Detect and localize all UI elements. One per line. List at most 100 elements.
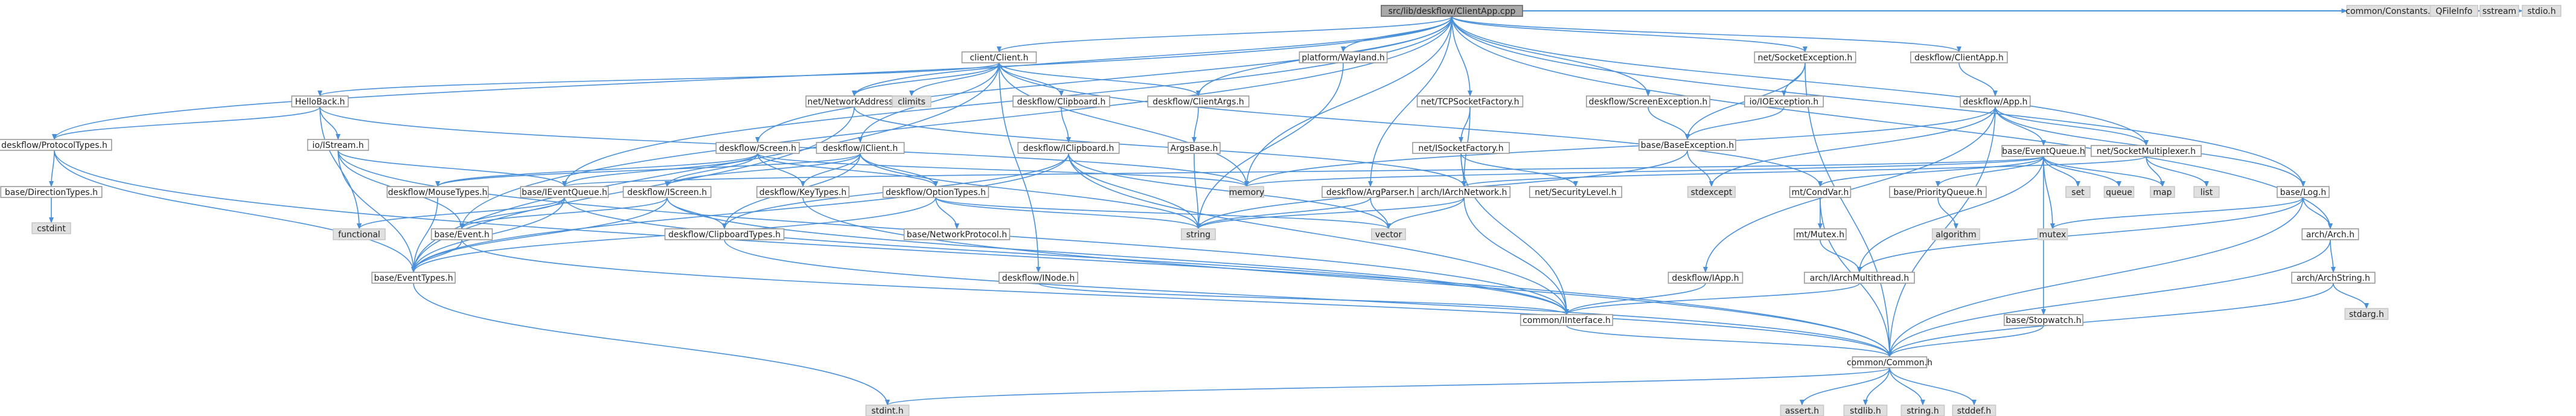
node-base-ieventqueue-h[interactable]: base/IEventQueue.h (520, 186, 609, 198)
node-platform-wayland-h[interactable]: platform/Wayland.h (1299, 51, 1388, 63)
node-deskflow-argparser-h[interactable]: deskflow/ArgParser.h (1322, 186, 1419, 198)
node-mt-mutex-h[interactable]: mt/Mutex.h (1794, 228, 1847, 240)
node-argsbase-h[interactable]: ArgsBase.h (1168, 142, 1221, 154)
edge-common-common-h-to-string-h (1889, 367, 1925, 406)
edge-base-log-h-to-arch-arch-h (2303, 197, 2333, 229)
node-label: functional (338, 230, 380, 240)
node-base-priorityqueue-h[interactable]: base/PriorityQueue.h (1889, 186, 1987, 198)
edge-deskflow-keytypes-h-to-common-common-h (802, 197, 1892, 357)
node-net-socketexception-h[interactable]: net/SocketException.h (1754, 51, 1856, 63)
node-helloback-h[interactable]: HelloBack.h (291, 95, 349, 107)
node-client-client-h[interactable]: client/Client.h (961, 51, 1037, 63)
node-deskflow-keytypes-h[interactable]: deskflow/KeyTypes.h (756, 186, 850, 198)
node-label: vector (1375, 230, 1402, 240)
node-label: base/Log.h (2280, 188, 2326, 197)
node-deskflow-protocoltypes-h[interactable]: deskflow/ProtocolTypes.h (0, 139, 112, 151)
node-deskflow-iclipboard-h[interactable]: deskflow/IClipboard.h (1017, 142, 1120, 154)
node-label: common/IInterface.h (1523, 316, 1611, 325)
node-deskflow-app-h[interactable]: deskflow/App.h (1960, 95, 2031, 107)
node-arch-iarchnetwork-h[interactable]: arch/IArchNetwork.h (1417, 186, 1511, 198)
edge-root-to-net-socketexception-h (1451, 16, 1807, 53)
edge-base-eventqueue-h-top-to-base-priorityqueue-h (1935, 156, 2044, 187)
node-qfileinfo: QFileInfo (2429, 5, 2479, 17)
node-net-networkaddress-h[interactable]: net/NetworkAddress.h (805, 95, 903, 107)
node-deskflow-iscreen-h[interactable]: deskflow/IScreen.h (622, 186, 712, 198)
edge-hellobackh-to-deskflow-protocoltypes-h (52, 106, 321, 140)
edge-deskflow-screen-h-to-memory (757, 153, 1249, 187)
node-box (2429, 5, 2479, 17)
node-box (2193, 186, 2220, 198)
node-deskflow-clipboardtypes-h[interactable]: deskflow/ClipboardTypes.h (664, 228, 785, 240)
edge-root-to-deskflow-argparser-h (1368, 16, 1453, 187)
node-common-common-h[interactable]: common/Common.h (1847, 356, 1932, 368)
node-src-lib-deskflow-clientapp-cpp[interactable]: src/lib/deskflow/ClientApp.cpp (1381, 5, 1523, 17)
edge-deskflow-screen-h-to-deskflow-keytypes-h (757, 153, 805, 187)
node-label: net/SocketMultiplexer.h (2097, 147, 2196, 156)
node-label: io/IStream.h (312, 141, 363, 150)
node-label: deskflow/Screen.h (719, 144, 796, 153)
node-base-event-h[interactable]: base/Event.h (430, 228, 493, 240)
edge-deskflow-clientargs-h-to-argsbase-h (1192, 106, 1199, 143)
node-base-log-h[interactable]: base/Log.h (2277, 186, 2330, 198)
node-deskflow-iapp-h[interactable]: deskflow/IApp.h (1667, 272, 1743, 284)
node-deskflow-mousetypes-h[interactable]: deskflow/MouseTypes.h (386, 186, 489, 198)
node-vector: vector (1371, 228, 1407, 240)
node-arch-archstring-h[interactable]: arch/ArchString.h (2291, 272, 2376, 284)
node-base-eventtypes-h[interactable]: base/EventTypes.h (371, 272, 456, 284)
node-box (715, 142, 800, 154)
node-io-ioexception-h[interactable]: io/IOException.h (1744, 95, 1824, 107)
node-deskflow-clientargs-h[interactable]: deskflow/ClientArgs.h (1147, 95, 1250, 107)
node-label: net/ISocketFactory.h (1418, 144, 1503, 153)
node-stdio-h: stdio.h (2522, 5, 2562, 17)
edge-deskflow-mousetypes-h-to-base-eventtypes-h (411, 197, 438, 273)
edge-root-to-net-networkaddress-h (852, 16, 1453, 97)
node-deskflow-screen-h[interactable]: deskflow/Screen.h (715, 142, 800, 154)
node-label: stdarg.h (2349, 310, 2384, 319)
node-list: list (2193, 186, 2220, 198)
node-arch-iarchmultithread-h[interactable]: arch/IArchMultithread.h (1804, 272, 1915, 284)
node-base-networkprotocol-h[interactable]: base/NetworkProtocol.h (903, 228, 1011, 240)
node-io-istream-h[interactable]: io/IStream.h (307, 139, 369, 151)
node-mt-condvar-h[interactable]: mt/CondVar.h (1789, 186, 1852, 198)
node-box (882, 186, 989, 198)
node-deskflow-screenexception-h[interactable]: deskflow/ScreenException.h (1586, 95, 1711, 107)
edge-mt-mutex-h-to-arch-iarchmultithread-h (1820, 239, 1862, 273)
edge-net-isocketfactory-h-to-common-interface-h (1460, 153, 1569, 315)
node-net-socketmultiplexer-h[interactable]: net/SocketMultiplexer.h (2091, 145, 2202, 157)
edge-arch-archstring-h-to-common-common-h (1887, 283, 2334, 357)
node-base-baseexception-h[interactable]: base/BaseException.h (1638, 139, 1736, 151)
node-deskflow-optiontypes-h[interactable]: deskflow/OptionTypes.h (882, 186, 989, 198)
node-label: net/NetworkAddress.h (807, 97, 901, 107)
node-deskflow-clientapp-h[interactable]: deskflow/ClientApp.h (1910, 51, 2008, 63)
node-label: common/Constants.h (2345, 7, 2435, 16)
node-base-eventqueue-h[interactable]: base/EventQueue.h (2001, 145, 2086, 157)
node-deskflow-clipboard-h[interactable]: deskflow/Clipboard.h (1012, 95, 1110, 107)
edge-deskflow-iclipboard-h-to-string (1068, 153, 1201, 229)
node-base-directiontypes-h[interactable]: base/DirectionTypes.h (0, 186, 103, 198)
edge-deskflow-inode-h-to-common-interface-h (1038, 283, 1569, 315)
edge-base-eventqueue-h-top-to-map (2043, 156, 2165, 187)
edge-base-eventqueue-h-top-to-mutex (2043, 156, 2055, 229)
node-box (1012, 95, 1110, 107)
edge-root-to-memory (1244, 16, 1453, 187)
node-deskflow-inode-h[interactable]: deskflow/INode.h (999, 272, 1079, 284)
node-deskflow-iclient-h[interactable]: deskflow/IClient.h (816, 142, 905, 154)
node-label: base/DirectionTypes.h (5, 188, 98, 197)
node-base-stopwatch-h[interactable]: base/Stopwatch.h (2004, 314, 2084, 326)
node-net-tcpsocketfactory-h[interactable]: net/TCPSocketFactory.h (1416, 95, 1524, 107)
node-box (2277, 186, 2330, 198)
node-box (1381, 5, 1523, 17)
node-box (1910, 51, 2008, 63)
node-label: deskflow/IClient.h (823, 144, 898, 153)
node-net-isocketfactory-h[interactable]: net/ISocketFactory.h (1412, 142, 1510, 154)
node-box (2103, 186, 2135, 198)
node-net-securitylevel-h[interactable]: net/SecurityLevel.h (1529, 186, 1623, 198)
node-arch-arch-h[interactable]: arch/Arch.h (2301, 228, 2359, 240)
node-box (1586, 95, 1711, 107)
node-common-iinterface-h[interactable]: common/IInterface.h (1520, 314, 1614, 326)
node-box (892, 95, 932, 107)
edge-deskflow-iclient-h-to-deskflow-mousetypes-h (435, 153, 861, 187)
node-stdexcept: stdexcept (1687, 186, 1736, 198)
node-label: cstdint (37, 224, 66, 234)
